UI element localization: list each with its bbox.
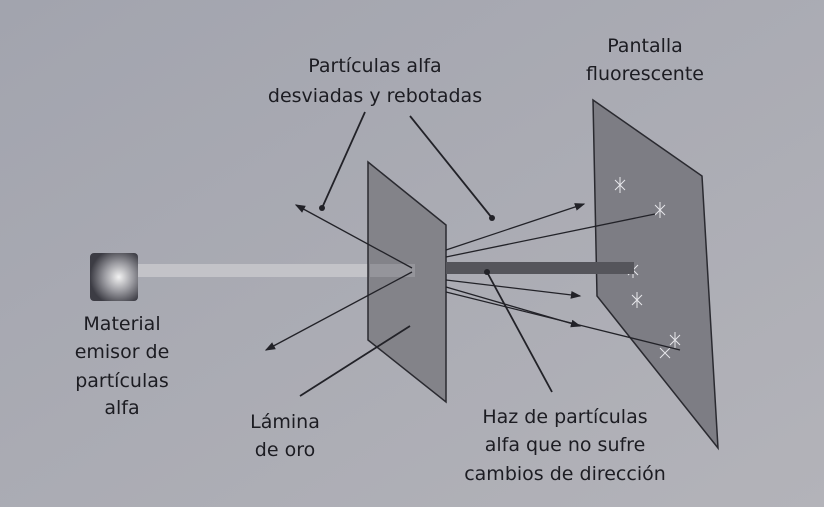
label-source-line2: emisor de xyxy=(75,341,170,363)
rebound-ray-up xyxy=(294,204,413,269)
rebound-ray-down xyxy=(264,271,413,351)
label-source-line3: partículas xyxy=(75,370,169,392)
deflected-ray xyxy=(445,291,681,351)
label-foil-line2: de oro xyxy=(255,439,315,461)
deflected-ray xyxy=(445,213,656,258)
label-beam-line1: Haz de partículas xyxy=(482,406,647,428)
label-screen-line2: fluorescente xyxy=(586,63,704,85)
gold-foil xyxy=(367,160,447,404)
label-deflected-line2: desviadas y rebotadas xyxy=(268,85,482,107)
label-foil-line1: Lámina xyxy=(250,411,320,433)
alpha-rays xyxy=(264,203,681,351)
incoming-beam xyxy=(138,264,370,277)
fluorescent-screen xyxy=(592,98,719,451)
label-beam-line3: cambios de dirección xyxy=(464,463,666,485)
deflected-ray xyxy=(445,203,586,251)
label-deflected-line1: Partículas alfa xyxy=(308,55,441,77)
alpha-source xyxy=(90,253,138,301)
label-source-line4: alfa xyxy=(104,397,139,419)
label-beam-line2: alfa que no sufre xyxy=(485,434,646,456)
label-screen-line1: Pantalla xyxy=(607,35,683,57)
label-source-line1: Material xyxy=(83,313,160,335)
undeflected-beam xyxy=(446,262,634,274)
deflected-ray xyxy=(445,279,582,299)
pointer-lines xyxy=(299,111,553,397)
beam-through-foil xyxy=(370,264,415,277)
